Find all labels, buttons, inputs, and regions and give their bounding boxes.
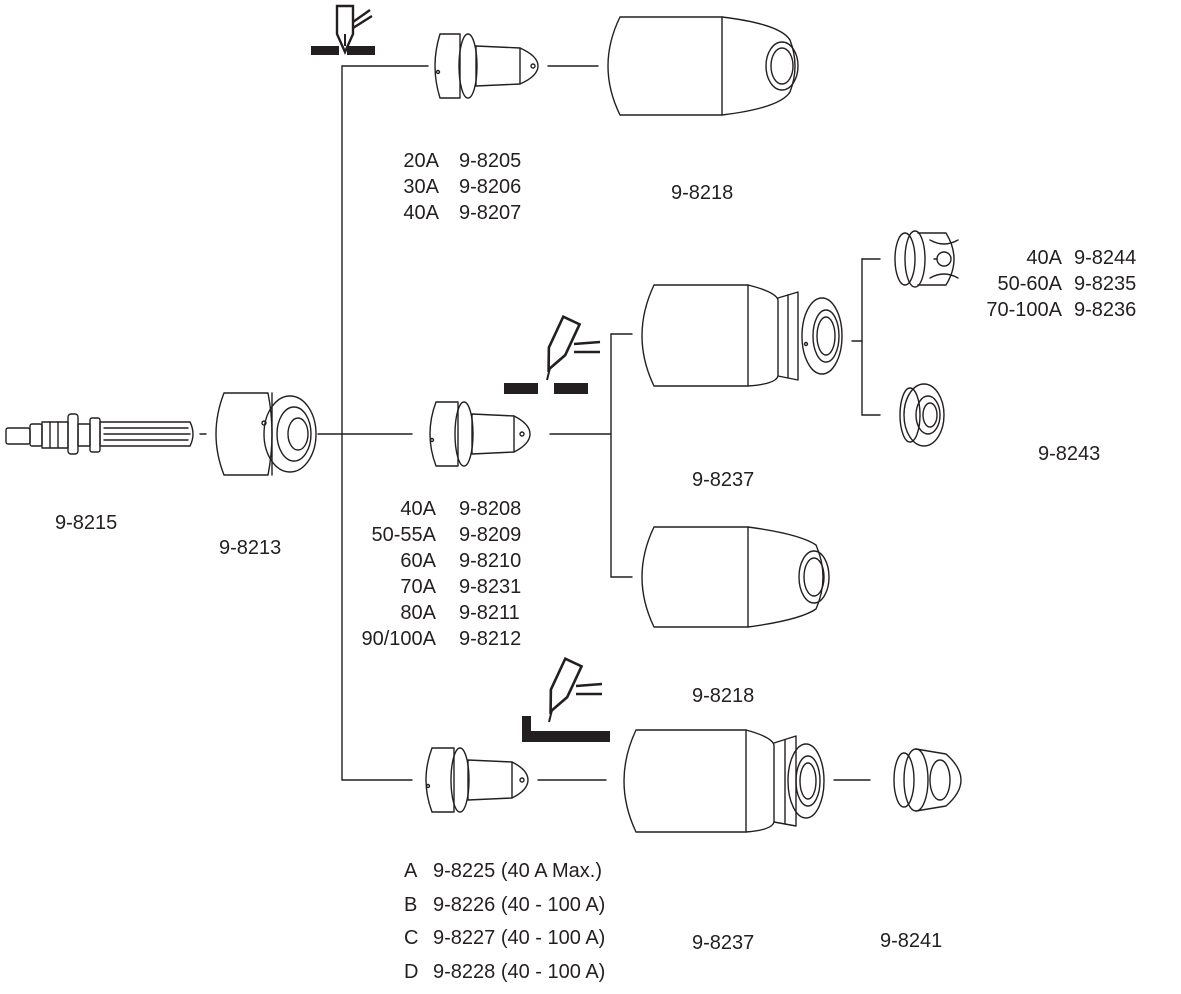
table-row: 30A 9-8206 <box>403 174 521 200</box>
amp-value: 40A <box>403 202 439 224</box>
part-number: 9-8235 <box>1074 273 1137 295</box>
part-number: 9-8205 <box>459 150 522 172</box>
deflector-drawing <box>894 230 959 288</box>
amp-value: 50-60A <box>997 273 1063 295</box>
part-label-mid-lower-cap: 9-8218 <box>692 685 755 707</box>
part-label-bottom-cap: 9-8237 <box>692 932 755 954</box>
mid-tip-table: 40A 9-8208 50-55A 9-8209 60A 9-8210 70A … <box>354 496 521 652</box>
gouging-tip-list: A 9-8225 (40 A Max.) B 9-8226 (40 - 100 … <box>404 855 605 989</box>
top-tip-table: 20A 9-8205 30A 9-8206 40A 9-8207 <box>403 148 521 226</box>
amp-value: 70-100A <box>986 299 1062 321</box>
part-label-torch-head: 9-8215 <box>55 512 118 534</box>
bottom-cap-drawing <box>623 729 825 833</box>
mid-cap-drawing <box>641 284 843 387</box>
connector-lines <box>199 65 881 781</box>
tip-letter: B <box>404 893 418 916</box>
table-row: 40A 9-8207 <box>403 200 521 226</box>
table-row: 60A 9-8210 <box>354 548 521 574</box>
amp-value: 90/100A <box>361 628 436 650</box>
amp-value: 40A <box>400 498 436 520</box>
tip-description: 9-8227 (40 - 100 A) <box>433 927 606 949</box>
standoff-cut-symbol <box>504 314 601 394</box>
table-row: 50-55A 9-8209 <box>354 522 522 548</box>
table-row: 70A 9-8231 <box>354 574 521 600</box>
table-row: 20A 9-8205 <box>403 148 521 174</box>
part-number: 9-8209 <box>459 524 522 546</box>
torch-head-drawing <box>5 413 194 455</box>
part-number: 9-8207 <box>459 202 522 224</box>
top-tip-drawing <box>434 33 539 99</box>
part-number: 9-8212 <box>459 628 522 650</box>
part-label-bottom-shield: 9-8241 <box>880 930 943 952</box>
part-label-top-cap: 9-8218 <box>671 182 734 204</box>
table-row: 40A 9-8244 <box>980 245 1136 271</box>
shield-cup-body-drawing <box>215 392 317 476</box>
table-row: 90/100A 9-8212 <box>354 626 521 652</box>
part-number: 9-8244 <box>1074 247 1137 269</box>
amp-value: 70A <box>400 576 436 598</box>
gouging-symbol <box>522 656 610 742</box>
bottom-shield-drawing <box>893 748 962 812</box>
part-number: 9-8210 <box>459 550 522 572</box>
amp-value: 30A <box>403 176 439 198</box>
top-cap-drawing <box>607 16 799 116</box>
mid-lower-cap-drawing <box>641 526 830 628</box>
part-number: 9-8236 <box>1074 299 1137 321</box>
table-row: 50-60A 9-8235 <box>980 271 1137 297</box>
mid-tip-drawing <box>429 401 531 467</box>
part-number: 9-8211 <box>459 602 520 624</box>
part-number: 9-8231 <box>459 576 522 598</box>
list-item: A 9-8225 (40 A Max.) <box>404 855 605 889</box>
bottom-tip-drawing <box>425 747 529 813</box>
tip-letter: C <box>404 927 419 949</box>
part-number: 9-8206 <box>459 176 522 198</box>
table-row: 80A 9-8211 <box>354 600 521 626</box>
list-item: D 9-8228 (40 - 100 A) <box>404 956 605 990</box>
tip-letter: A <box>404 860 418 882</box>
tip-description: 9-8225 (40 A Max.) <box>433 860 602 882</box>
deflector-table: 40A 9-8244 50-60A 9-8235 70-100A 9-8236 <box>980 245 1136 323</box>
tip-description: 9-8228 (40 - 100 A) <box>433 960 606 983</box>
amp-value: 20A <box>403 150 439 172</box>
list-item: B 9-8226 (40 - 100 A) <box>404 889 605 923</box>
table-row: 40A 9-8208 <box>354 496 521 522</box>
tip-letter: D <box>404 960 419 983</box>
amp-value: 60A <box>400 550 436 572</box>
drag-cut-symbol <box>311 4 375 55</box>
tip-description: 9-8226 (40 - 100 A) <box>433 893 606 916</box>
table-row: 70-100A 9-8236 <box>980 297 1136 323</box>
part-label-mid-cap: 9-8237 <box>692 469 755 491</box>
amp-value: 40A <box>1026 247 1062 269</box>
part-number: 9-8208 <box>459 498 522 520</box>
amp-value: 50-55A <box>371 524 437 546</box>
shield-ring-drawing <box>899 383 945 447</box>
part-label-shield-cup-body: 9-8213 <box>219 537 282 559</box>
list-item: C 9-8227 (40 - 100 A) <box>404 922 605 956</box>
part-label-shield-ring: 9-8243 <box>1038 443 1101 465</box>
amp-value: 80A <box>400 602 436 624</box>
